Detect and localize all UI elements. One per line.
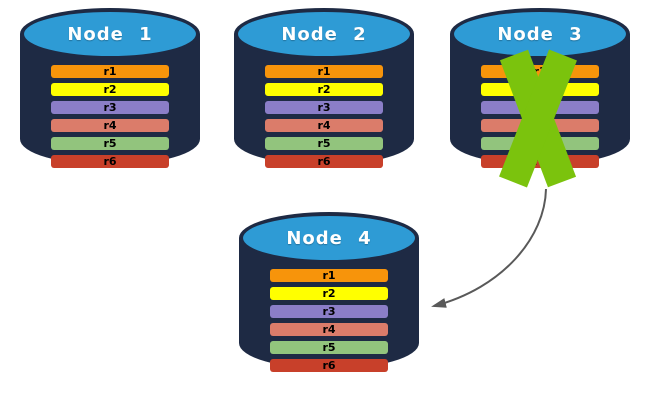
node-1: Node 1 r1 r2 r3 r4 r5 r6	[20, 8, 200, 191]
node-4-replica-list: r1 r2 r3 r4 r5 r6	[270, 269, 388, 372]
node-3: Node 3 r1 r2 r3 r4 r5 r6	[450, 8, 630, 191]
replica-r2: r2	[481, 83, 599, 96]
replica-r2: r2	[270, 287, 388, 300]
replica-r1: r1	[51, 65, 169, 78]
replica-r4: r4	[265, 119, 383, 132]
replica-r6: r6	[270, 359, 388, 372]
node-1-cylinder-top: Node 1	[20, 8, 200, 60]
node-2-cylinder-top: Node 2	[234, 8, 414, 60]
replica-r6: r6	[51, 155, 169, 168]
replica-r5: r5	[265, 137, 383, 150]
node-4-label: Node 4	[286, 227, 372, 249]
node-2-replica-list: r1 r2 r3 r4 r5 r6	[265, 65, 383, 168]
node-2: Node 2 r1 r2 r3 r4 r5 r6	[234, 8, 414, 191]
replica-r3: r3	[265, 101, 383, 114]
replica-r6: r6	[481, 155, 599, 168]
node-3-label: Node 3	[497, 23, 583, 45]
replica-r5: r5	[481, 137, 599, 150]
node-2-label: Node 2	[281, 23, 367, 45]
replica-r1: r1	[270, 269, 388, 282]
replica-r4: r4	[270, 323, 388, 336]
node-1-replica-list: r1 r2 r3 r4 r5 r6	[51, 65, 169, 168]
node-4: Node 4 r1 r2 r3 r4 r5 r6	[239, 212, 419, 395]
failover-arrow	[431, 188, 547, 308]
node-1-label: Node 1	[67, 23, 153, 45]
node-4-cylinder-top: Node 4	[239, 212, 419, 264]
replica-r3: r3	[481, 101, 599, 114]
replica-r4: r4	[51, 119, 169, 132]
node-3-cylinder-top: Node 3	[450, 8, 630, 60]
replica-r2: r2	[265, 83, 383, 96]
replica-r5: r5	[270, 341, 388, 354]
replica-r3: r3	[51, 101, 169, 114]
replica-r6: r6	[265, 155, 383, 168]
replica-r4: r4	[481, 119, 599, 132]
replica-r1: r1	[265, 65, 383, 78]
replica-r3: r3	[270, 305, 388, 318]
node-3-replica-list: r1 r2 r3 r4 r5 r6	[481, 65, 599, 168]
replica-r2: r2	[51, 83, 169, 96]
replica-r1: r1	[481, 65, 599, 78]
replica-r5: r5	[51, 137, 169, 150]
